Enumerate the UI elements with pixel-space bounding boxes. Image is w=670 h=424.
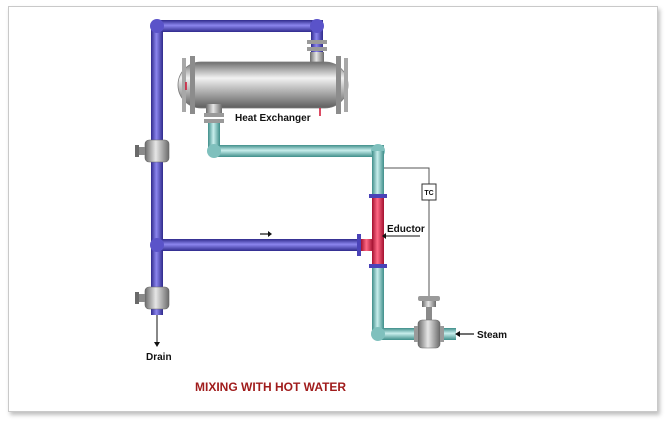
steam-control-valve [414, 296, 444, 349]
lower-isolation-valve [135, 286, 170, 310]
hot-water-pipe [150, 19, 360, 315]
heat-exchanger-label: Heat Exchanger [235, 113, 311, 124]
drain-arrow-icon [154, 315, 160, 347]
heat-exchanger-vessel [177, 56, 349, 116]
eductor-pointer-icon [382, 233, 420, 239]
upper-isolation-valve [135, 139, 170, 163]
steam-label: Steam [477, 330, 507, 341]
steam-inlet-arrow-icon [455, 331, 474, 337]
eductor-label: Eductor [387, 224, 425, 235]
tc-label: TC [424, 190, 433, 197]
diagram-title: MIXING WITH HOT WATER [195, 380, 346, 394]
eductor [357, 194, 387, 268]
drain-label: Drain [146, 352, 172, 363]
flow-arrow-icon [260, 231, 272, 237]
temperature-controller: TC [384, 167, 437, 296]
mixed-water-pipe [204, 104, 456, 341]
